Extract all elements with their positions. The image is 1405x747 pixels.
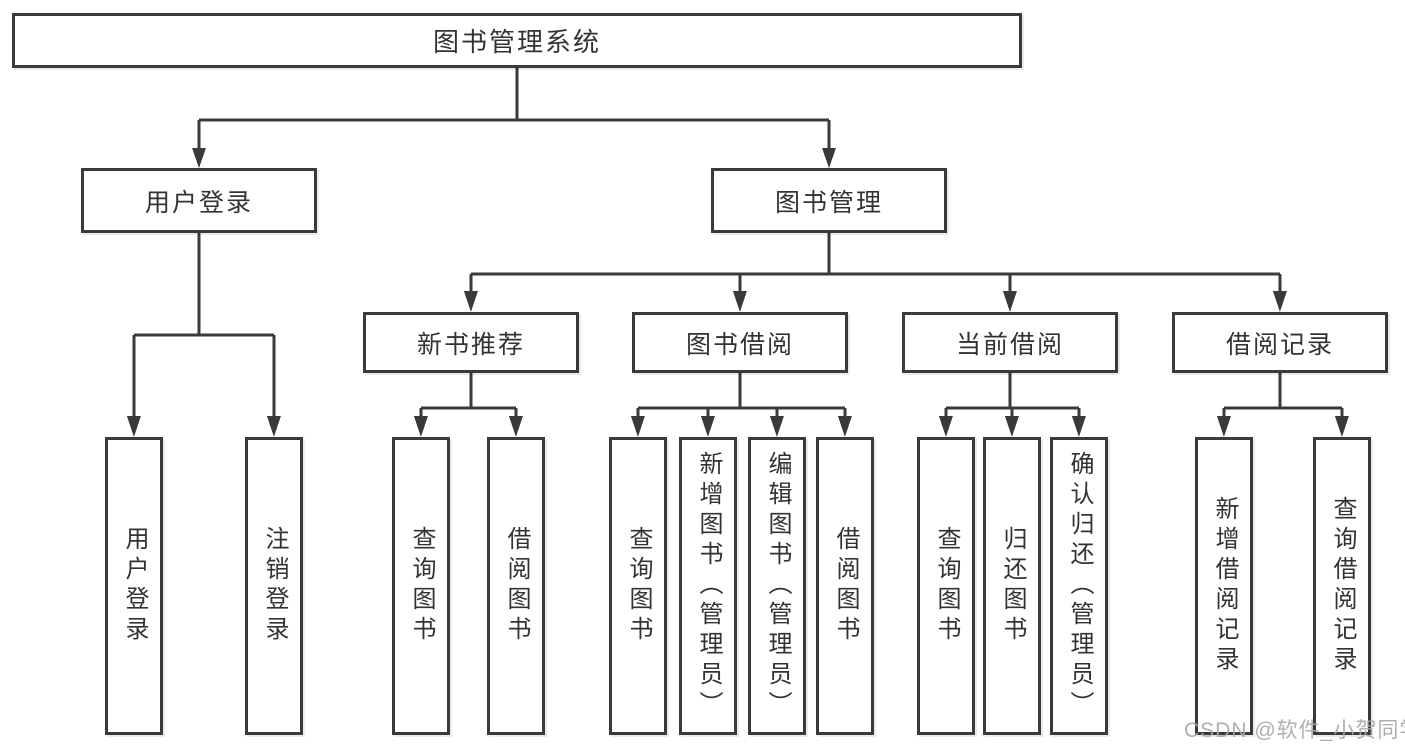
csdn-watermark: CSDN @软件_小贺同学 xyxy=(1184,719,1405,742)
node-current-borrowing: 当前借阅 xyxy=(902,312,1118,373)
leaf-logout-login: 注销登录 xyxy=(245,437,303,735)
leaf-confirm-return-admin: 确认归还（管理员） xyxy=(1050,437,1108,735)
leaf-query-books-borrowing: 查询图书 xyxy=(609,437,667,735)
leaf-borrow-books-borrowing: 借阅图书 xyxy=(816,437,874,735)
leaf-borrow-books-recommend: 借阅图书 xyxy=(487,437,545,735)
node-book-borrowing: 图书借阅 xyxy=(632,312,848,373)
node-book-management: 图书管理 xyxy=(711,168,947,233)
node-borrowing-records: 借阅记录 xyxy=(1172,312,1388,373)
leaf-query-books-current: 查询图书 xyxy=(917,437,975,735)
leaf-query-books-recommend: 查询图书 xyxy=(392,437,450,735)
leaf-user-login: 用户登录 xyxy=(105,437,163,735)
leaf-add-books-admin: 新增图书（管理员） xyxy=(679,437,737,735)
leaf-edit-books-admin: 编辑图书（管理员） xyxy=(748,437,806,735)
leaf-add-borrow-record: 新增借阅记录 xyxy=(1195,437,1253,735)
node-library-system-root: 图书管理系统 xyxy=(12,13,1022,68)
node-user-login: 用户登录 xyxy=(81,168,317,233)
node-new-book-recommend: 新书推荐 xyxy=(363,312,579,373)
leaf-query-borrow-record: 查询借阅记录 xyxy=(1313,437,1371,735)
leaf-return-books: 归还图书 xyxy=(983,437,1041,735)
